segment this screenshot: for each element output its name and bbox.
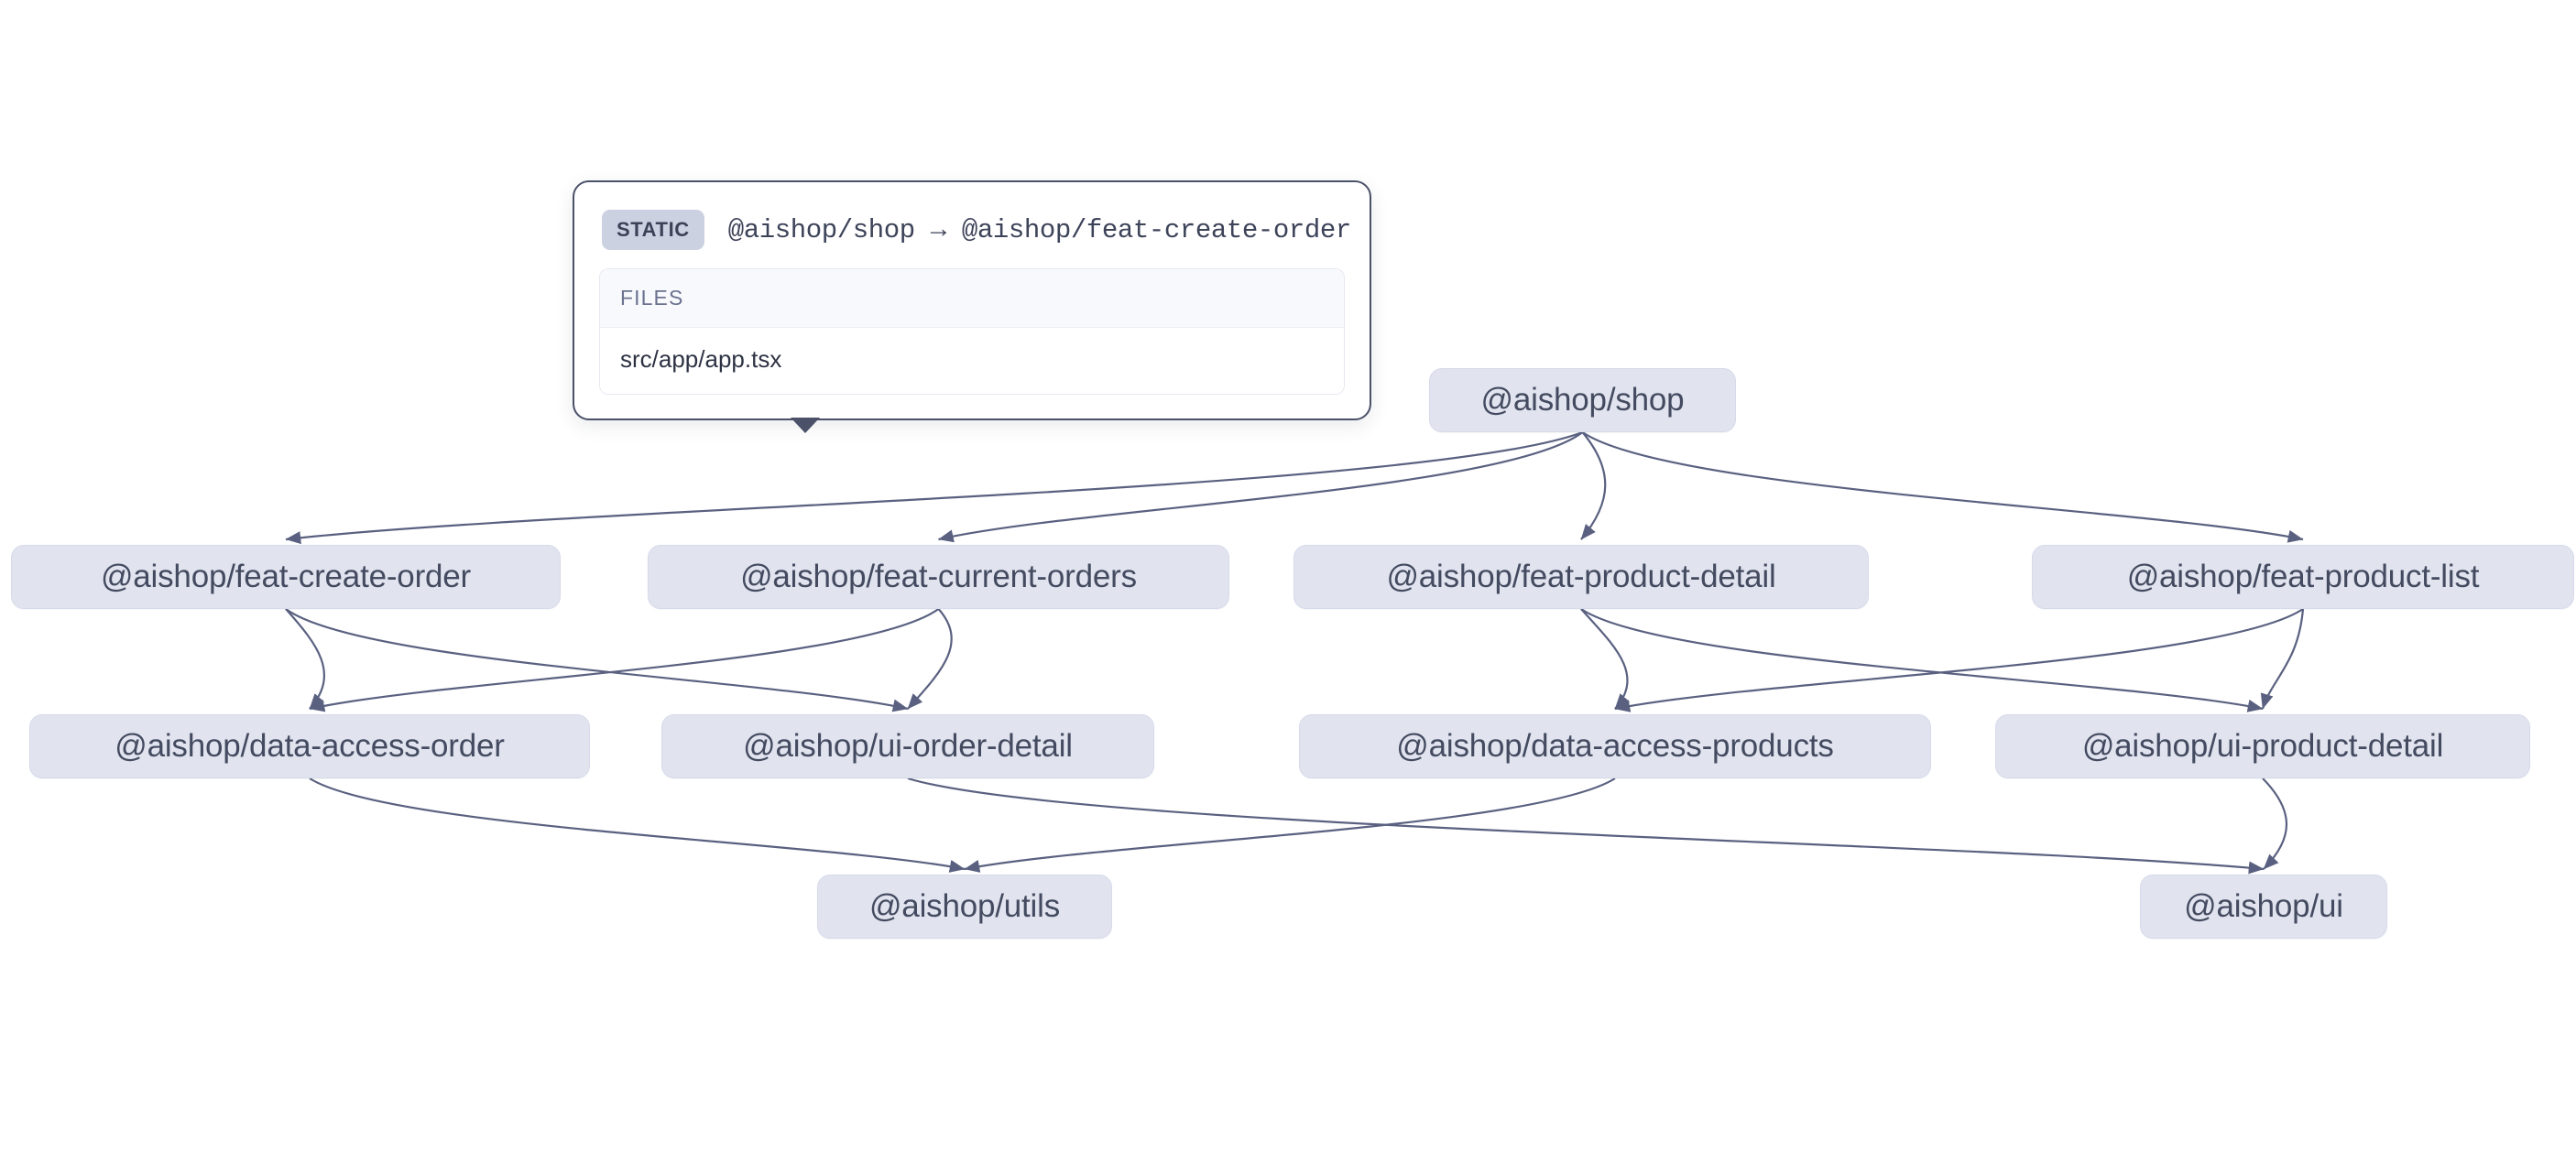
graph-edge-shop-to-feat-product-list[interactable] (1581, 431, 2304, 543)
graph-node-label: @aishop/feat-product-list (2126, 559, 2480, 594)
graph-node-feat-current-orders[interactable]: @aishop/feat-current-orders (648, 545, 1229, 609)
graph-node-label: @aishop/feat-create-order (100, 559, 472, 594)
graph-edge-shop-to-feat-current-orders[interactable] (938, 431, 1584, 543)
graph-node-data-access-order[interactable]: @aishop/data-access-order (29, 714, 590, 778)
files-section: FILES src/app/app.tsx (599, 268, 1345, 395)
graph-node-label: @aishop/ui-product-detail (2081, 728, 2444, 764)
graph-edge-ui-product-detail-to-ui[interactable] (2262, 777, 2288, 870)
graph-edge-shop-to-feat-product-detail[interactable] (1580, 431, 1607, 540)
graph-edge-feat-create-order-to-ui-order-detail[interactable] (285, 608, 909, 712)
graph-edge-feat-current-orders-to-data-access-order[interactable] (309, 608, 940, 712)
graph-node-feat-product-list[interactable]: @aishop/feat-product-list (2032, 545, 2574, 609)
graph-node-utils[interactable]: @aishop/utils (817, 875, 1112, 939)
graph-edge-feat-product-list-to-data-access-products[interactable] (1614, 608, 2304, 712)
graph-node-label: @aishop/ui-order-detail (743, 728, 1073, 764)
files-section-label: FILES (600, 269, 1344, 328)
tooltip-pointer-icon (791, 417, 820, 433)
graph-node-label: @aishop/feat-product-detail (1386, 559, 1776, 594)
list-item[interactable]: src/app/app.tsx (620, 345, 782, 373)
graph-node-ui-order-detail[interactable]: @aishop/ui-order-detail (661, 714, 1154, 778)
graph-node-data-access-products[interactable]: @aishop/data-access-products (1299, 714, 1931, 778)
status-badge: STATIC (602, 210, 704, 250)
graph-edge-ui-order-detail-to-ui[interactable] (907, 777, 2265, 875)
graph-node-label: @aishop/shop (1480, 382, 1685, 418)
graph-node-label: @aishop/feat-current-orders (740, 559, 1137, 594)
graph-node-feat-product-detail[interactable]: @aishop/feat-product-detail (1293, 545, 1869, 609)
edge-detail-tooltip[interactable]: STATIC @aishop/shop → @aishop/feat-creat… (573, 180, 1371, 433)
graph-node-label: @aishop/ui (2184, 888, 2343, 924)
graph-edge-feat-product-detail-to-data-access-products[interactable] (1580, 608, 1631, 710)
edges-group (285, 430, 2305, 875)
graph-edge-feat-product-list-to-ui-product-detail[interactable] (2260, 608, 2305, 710)
graph-edge-feat-create-order-to-data-access-order[interactable] (285, 608, 326, 710)
graph-edge-feat-current-orders-to-ui-order-detail[interactable] (907, 608, 953, 710)
graph-edge-data-access-products-to-utils[interactable] (964, 777, 1616, 873)
graph-edge-data-access-order-to-utils[interactable] (309, 777, 966, 873)
graph-node-feat-create-order[interactable]: @aishop/feat-create-order (11, 545, 561, 609)
graph-node-label: @aishop/data-access-products (1396, 728, 1834, 764)
graph-edge-feat-product-detail-to-ui-product-detail[interactable] (1580, 608, 2264, 712)
tooltip-header: STATIC @aishop/shop → @aishop/feat-creat… (574, 182, 1370, 268)
files-list: src/app/app.tsx (600, 328, 1344, 394)
graph-node-ui[interactable]: @aishop/ui (2140, 875, 2387, 939)
graph-node-label: @aishop/data-access-order (115, 728, 505, 764)
graph-node-label: @aishop/utils (868, 888, 1061, 924)
graph-node-ui-product-detail[interactable]: @aishop/ui-product-detail (1995, 714, 2530, 778)
edge-title: @aishop/shop → @aishop/feat-create-order (727, 214, 1352, 245)
graph-edge-shop-to-feat-create-order[interactable] (285, 430, 1583, 545)
graph-node-shop[interactable]: @aishop/shop (1429, 368, 1736, 432)
